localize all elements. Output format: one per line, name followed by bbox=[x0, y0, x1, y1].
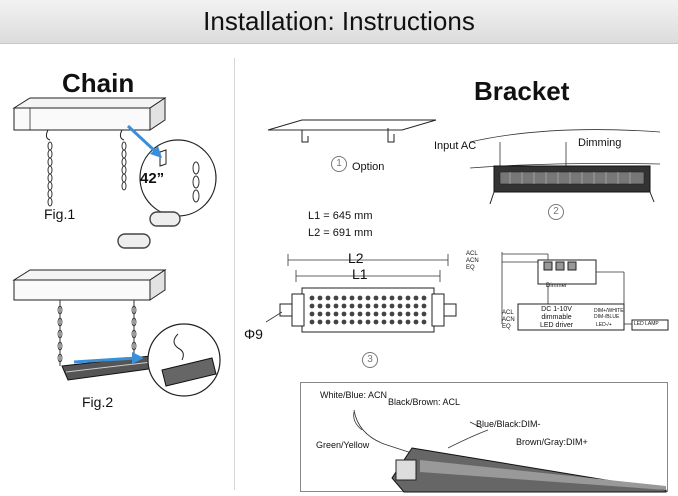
input-ac-label: Input AC bbox=[434, 140, 477, 152]
wire-green-yellow-label: Green/Yellow bbox=[316, 440, 370, 450]
bracket-section-title: Bracket bbox=[474, 76, 570, 106]
step1-circle: 1 bbox=[331, 156, 347, 172]
wiring-term-driver-acl: ACL bbox=[502, 310, 514, 316]
section-divider bbox=[234, 58, 235, 490]
wire-white-blue-label: White/Blue: ACN bbox=[320, 390, 388, 400]
step1-option-label: Option bbox=[352, 161, 385, 173]
led-grid bbox=[309, 295, 427, 325]
driver-out-dim-minus: DIM-/BLUE bbox=[594, 314, 620, 320]
driver-out-led: LED-/+ bbox=[596, 322, 612, 328]
wiring-term-left-eq: EQ bbox=[466, 265, 475, 271]
step1-number: 1 bbox=[336, 158, 342, 169]
wire-brown-gray-label: Brown/Gray:DIM+ bbox=[516, 437, 588, 447]
bracket-ceiling-mount-drawing bbox=[469, 129, 661, 205]
driver-text: DC 1-10V dimmable LED driver bbox=[540, 306, 573, 330]
wire-color-lamp-drawing bbox=[353, 409, 667, 493]
wiring-schematic bbox=[501, 252, 669, 331]
wiring-term-left-acn: ACN bbox=[466, 258, 479, 264]
lamp-detail-arrow bbox=[73, 356, 137, 364]
wiring-terms-driver: ACL ACN EQ bbox=[502, 310, 515, 331]
fig1-label: Fig.1 bbox=[44, 206, 76, 222]
wiring-term-driver-eq: EQ bbox=[502, 324, 511, 330]
chain-fig2-drawing bbox=[12, 269, 221, 397]
driver-line2: dimmable bbox=[541, 314, 572, 321]
driver-line3: LED driver bbox=[540, 322, 574, 329]
chain-left bbox=[47, 141, 53, 207]
chain-fig1-drawing bbox=[12, 97, 217, 249]
fig2-label: Fig.2 bbox=[82, 394, 114, 410]
lamp-dimension-drawing bbox=[265, 254, 457, 333]
driver-outputs: DIM+/WHITE DIM-/BLUE bbox=[594, 308, 624, 320]
chain-right bbox=[121, 141, 127, 191]
title-bar: Installation: Instructions bbox=[0, 0, 678, 44]
wiring-term-driver-acn: ACN bbox=[502, 317, 515, 323]
ceiling-beam bbox=[12, 97, 167, 109]
quick-link-connectors bbox=[117, 211, 181, 249]
wire-blue-black-label: Blue/Black:DIM- bbox=[476, 419, 541, 429]
dimension-l2-text: L2 = 691 mm bbox=[308, 227, 373, 239]
dim-l2-label: L2 bbox=[348, 250, 364, 266]
lamp-front-body bbox=[301, 287, 435, 333]
chain-section-title: Chain bbox=[62, 68, 135, 98]
wiring-term-left-acl: ACL bbox=[466, 251, 478, 257]
step3-circle: 3 bbox=[362, 352, 378, 368]
dim-phi-label: Φ9 bbox=[244, 326, 263, 342]
bracket-option-plate-drawing bbox=[267, 119, 437, 143]
chain-detail-arrow bbox=[126, 124, 158, 154]
dimension-l1-text: L1 = 645 mm bbox=[308, 210, 373, 222]
dimmer-label: Dimmer bbox=[546, 283, 567, 289]
page-title: Installation: Instructions bbox=[203, 6, 475, 36]
driver-out-dim-plus: DIM+/WHITE bbox=[594, 308, 624, 314]
wire-black-brown-label: Black/Brown: ACL bbox=[388, 397, 461, 407]
step3-number: 3 bbox=[367, 354, 373, 365]
step2-circle: 2 bbox=[548, 204, 564, 220]
driver-box bbox=[517, 303, 625, 331]
chain-length-callout: 42” bbox=[140, 170, 165, 187]
led-lamp-label: LED LAMP bbox=[634, 321, 659, 327]
wiring-terms-left: ACL ACN EQ bbox=[466, 251, 479, 272]
driver-line1: DC 1-10V bbox=[541, 306, 572, 313]
ceiling-beam-side bbox=[149, 97, 166, 131]
step2-number: 2 bbox=[553, 206, 559, 217]
dim-l1-label: L1 bbox=[352, 266, 368, 282]
dimming-label: Dimming bbox=[578, 137, 622, 149]
led-lamp-box bbox=[631, 319, 669, 331]
